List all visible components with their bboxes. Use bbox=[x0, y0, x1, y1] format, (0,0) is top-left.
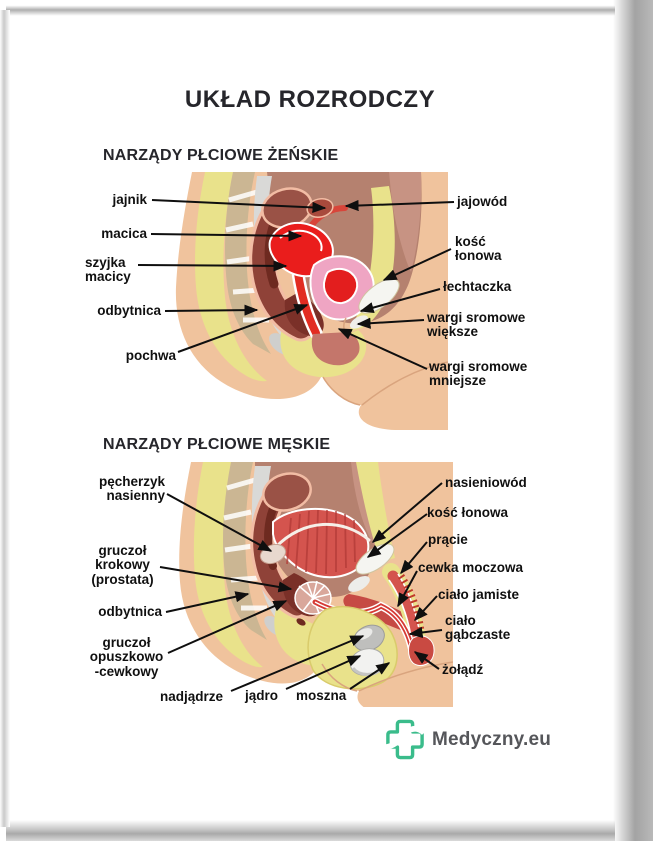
label-nasieniowod: nasieniowód bbox=[445, 475, 527, 490]
label-jadro: jądro bbox=[245, 688, 279, 703]
label-wargi-mniejsze: wargi sromowe mniejsze bbox=[429, 359, 528, 389]
label-cewka-moczowa: cewka moczowa bbox=[418, 560, 524, 575]
label-odbytnica-f: odbytnica bbox=[97, 303, 161, 318]
male-illustration bbox=[179, 462, 453, 707]
bladder-striations bbox=[286, 509, 356, 575]
label-pracie: prącie bbox=[428, 532, 468, 547]
label-cialo-jamiste: ciało jamiste bbox=[438, 587, 520, 602]
page-shadow-top bbox=[6, 0, 615, 18]
female-section-heading: NARZĄDY PŁCIOWE ŻEŃSKIE bbox=[103, 147, 339, 164]
label-wargi-wieksze: wargi sromowe większe bbox=[427, 310, 526, 340]
label-gruczol-opuszkowo: gruczoł opuszkowo -cewkowy bbox=[89, 635, 164, 679]
label-kosc-lonowa-m: kość łonowa bbox=[427, 505, 509, 520]
page-shadow-left bbox=[0, 10, 10, 827]
label-cialo-gabczaste: ciało gąbczaste bbox=[445, 613, 511, 643]
label-pecherzyk-nasienny: pęcherzyk nasienny bbox=[98, 474, 165, 504]
label-zoladz: żołądź bbox=[442, 662, 484, 677]
label-szyjka-macicy: szyjka macicy bbox=[85, 255, 131, 285]
medyczny-cross-icon bbox=[386, 719, 424, 760]
prostate-striations bbox=[298, 580, 331, 614]
label-pochwa: pochwa bbox=[125, 348, 176, 363]
female-illustration bbox=[175, 172, 448, 430]
page-shadow-right bbox=[613, 0, 653, 841]
label-gruczol-krokowy: gruczoł krokowy (prostata) bbox=[91, 543, 154, 587]
page-shadow-bottom bbox=[6, 820, 615, 841]
label-jajnik: jajnik bbox=[112, 192, 147, 207]
label-jajowod: jajowód bbox=[457, 194, 508, 209]
label-nadjadrze: nadjądrze bbox=[160, 689, 224, 704]
label-kosc-lonowa-f: kość łonowa bbox=[455, 234, 502, 264]
logo: Medyczny.eu bbox=[386, 719, 551, 760]
page-title: UKŁAD ROZRODCZY bbox=[184, 86, 436, 113]
label-macica: macica bbox=[101, 226, 147, 241]
logo-text: Medyczny.eu bbox=[432, 728, 552, 750]
label-odbytnica-m: odbytnica bbox=[98, 604, 162, 619]
male-section-heading: NARZĄDY PŁCIOWE MĘSKIE bbox=[103, 436, 331, 453]
label-lechtaczka: łechtaczka bbox=[443, 279, 512, 294]
label-moszna: moszna bbox=[296, 688, 347, 703]
